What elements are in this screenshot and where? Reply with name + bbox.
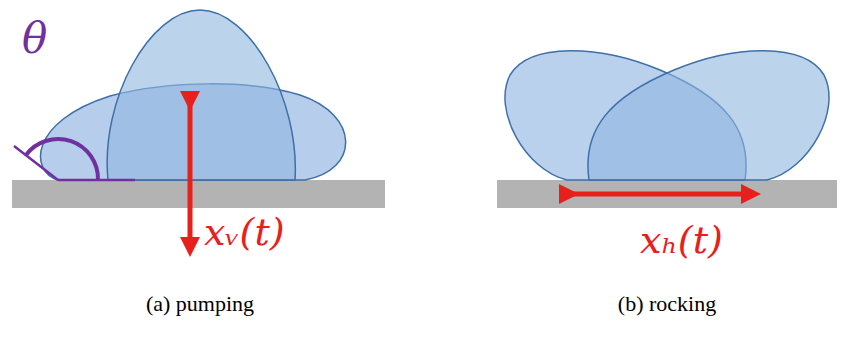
tall-drop <box>107 10 295 180</box>
panel-caption: (b) rocking <box>618 292 716 316</box>
angle-symbol: θ <box>22 16 47 62</box>
tangent-line <box>14 146 58 180</box>
angle-arc <box>26 139 98 180</box>
right-drop <box>588 51 829 180</box>
panel-caption: (a) pumping <box>146 292 254 316</box>
substrate <box>497 180 837 208</box>
horizontal-arrow <box>570 192 752 197</box>
vertical-arrow <box>188 102 193 248</box>
displacement-label: xᵥ(t) <box>204 212 285 254</box>
substrate <box>12 180 385 208</box>
displacement-label: xₕ(t) <box>640 220 723 262</box>
